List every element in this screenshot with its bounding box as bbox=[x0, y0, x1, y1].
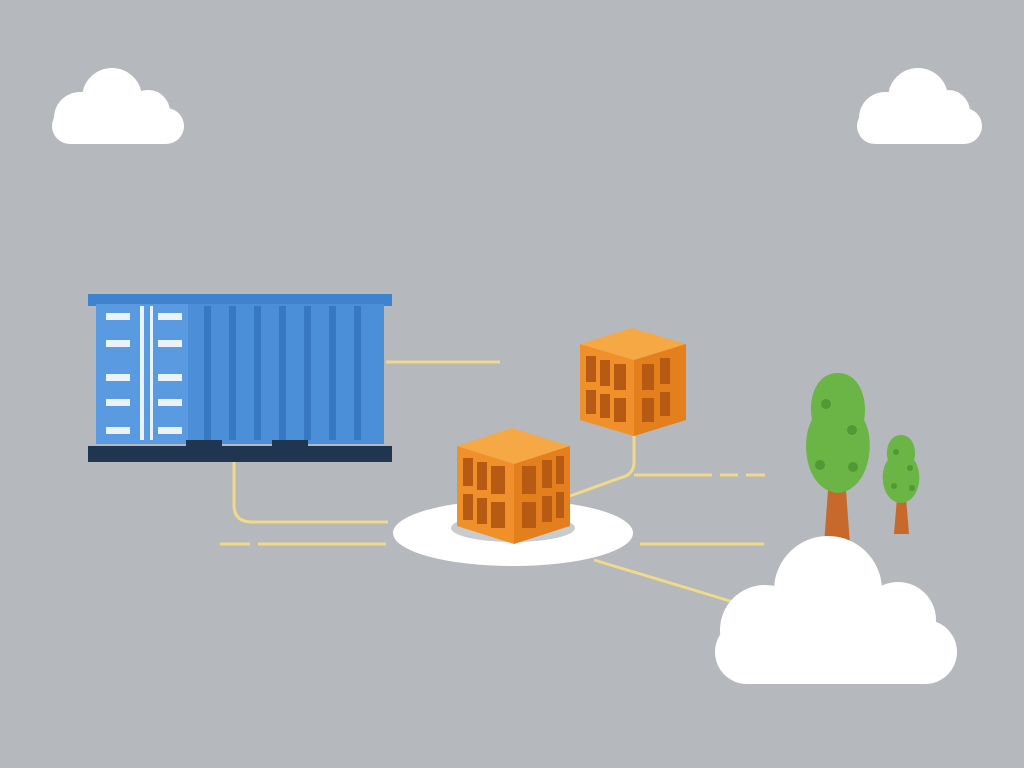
cloud-icon bbox=[52, 68, 184, 144]
cloud-icon bbox=[857, 68, 982, 144]
shipping-container-icon bbox=[88, 294, 392, 462]
connector-lines bbox=[220, 360, 765, 606]
tree-icon bbox=[806, 373, 870, 545]
orange-box-icon bbox=[457, 428, 570, 544]
orange-box-icon bbox=[580, 328, 686, 436]
cloud-icon bbox=[715, 536, 957, 684]
tree-icon bbox=[882, 435, 920, 534]
